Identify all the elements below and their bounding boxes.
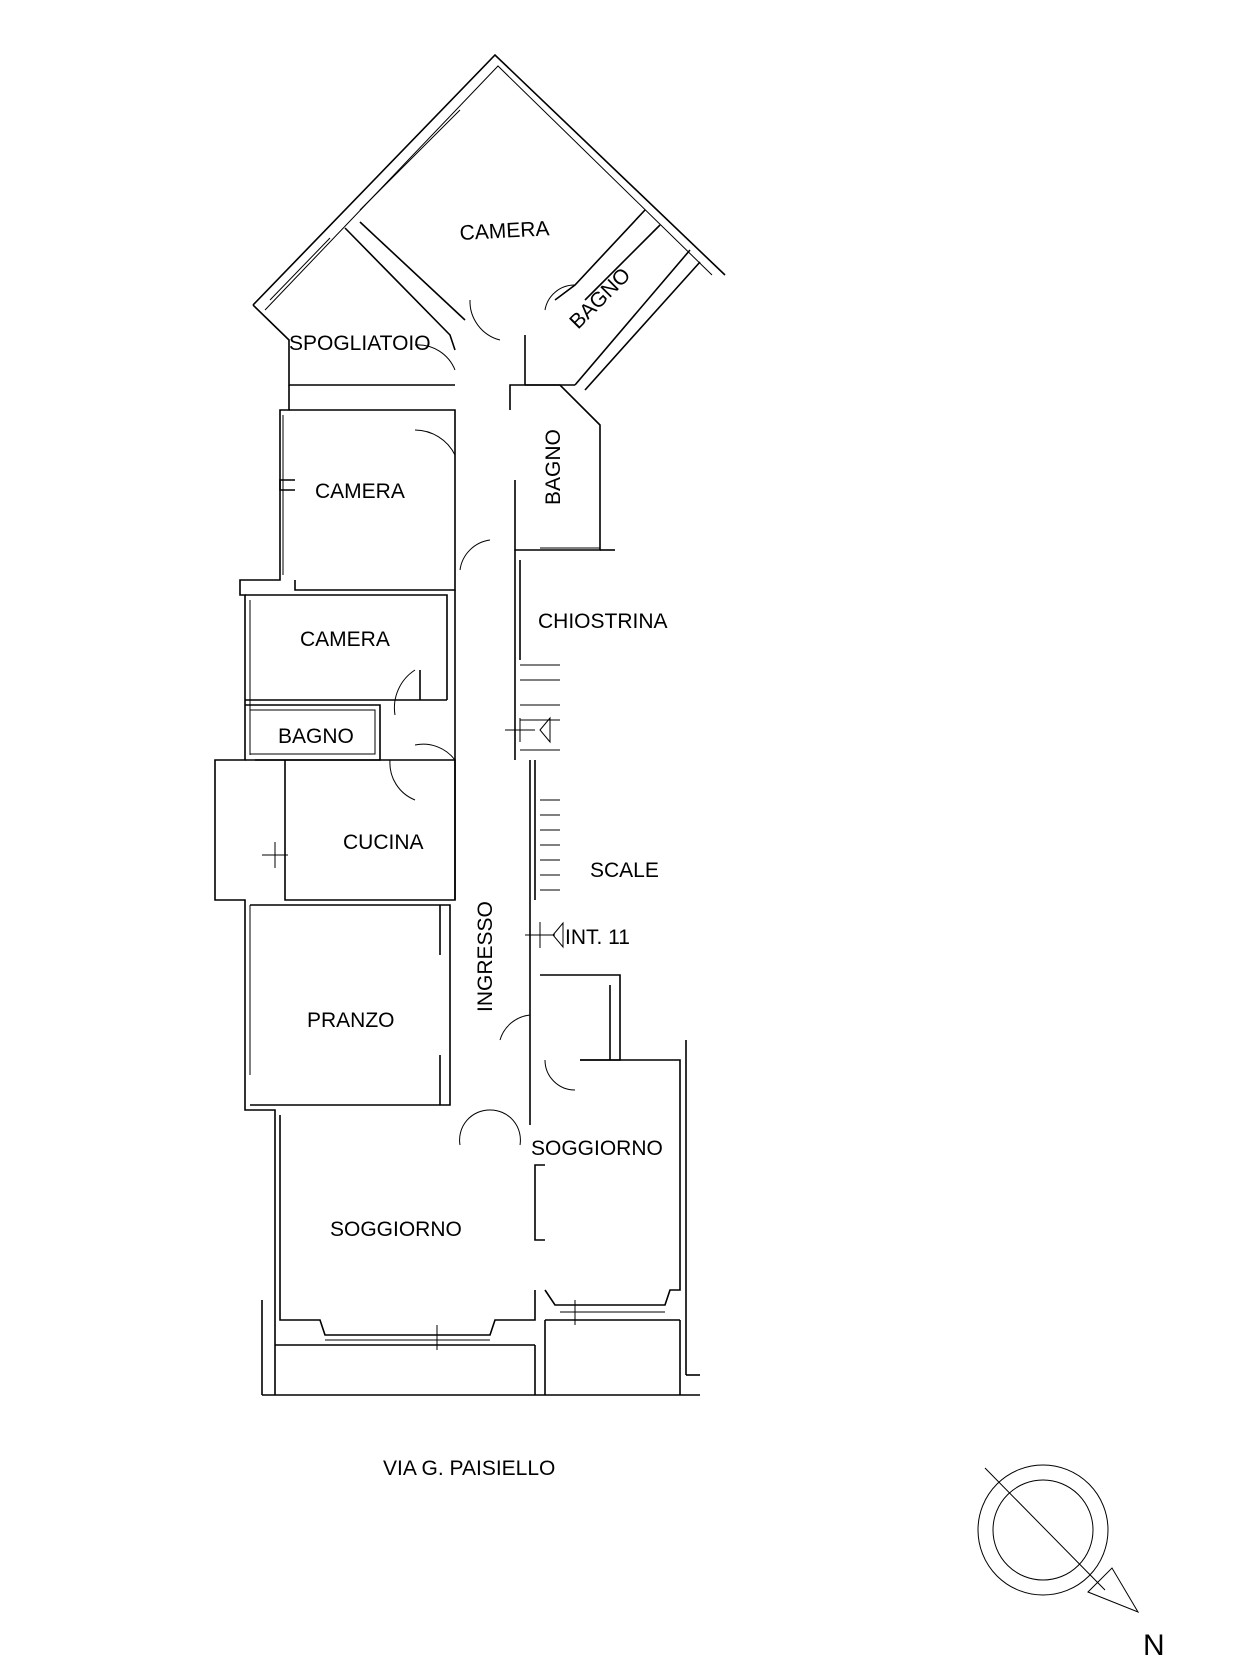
room-label-bagno-low: BAGNO	[278, 725, 354, 748]
room-label-spogliatoio: SPOGLIATOIO	[289, 332, 431, 355]
room-label-ingresso: INGRESSO	[474, 901, 497, 1012]
room-label-soggiorno-right: SOGGIORNO	[531, 1137, 663, 1160]
north-arrow-icon	[977, 1464, 1140, 1614]
room-label-bagno-mid: BAGNO	[542, 429, 565, 505]
street-name: VIA G. PAISIELLO	[383, 1457, 555, 1480]
north-label: N	[1143, 1629, 1165, 1662]
room-label-camera-mid: CAMERA	[315, 480, 405, 503]
room-label-scale: SCALE	[590, 859, 659, 882]
room-label-camera-low: CAMERA	[300, 628, 390, 651]
room-label-cucina: CUCINA	[343, 831, 424, 854]
interior-walls	[245, 384, 621, 1146]
room-label-pranzo: PRANZO	[307, 1009, 395, 1032]
unit-label-int: INT. 11	[565, 926, 630, 949]
room-label-chiostrina: CHIOSTRINA	[538, 610, 668, 633]
main-building-walls	[214, 385, 700, 1396]
room-label-soggiorno-main: SOGGIORNO	[330, 1218, 462, 1241]
room-label-camera-top: CAMERA	[459, 217, 550, 245]
room-label-bagno-top: BAGNO	[565, 264, 635, 334]
